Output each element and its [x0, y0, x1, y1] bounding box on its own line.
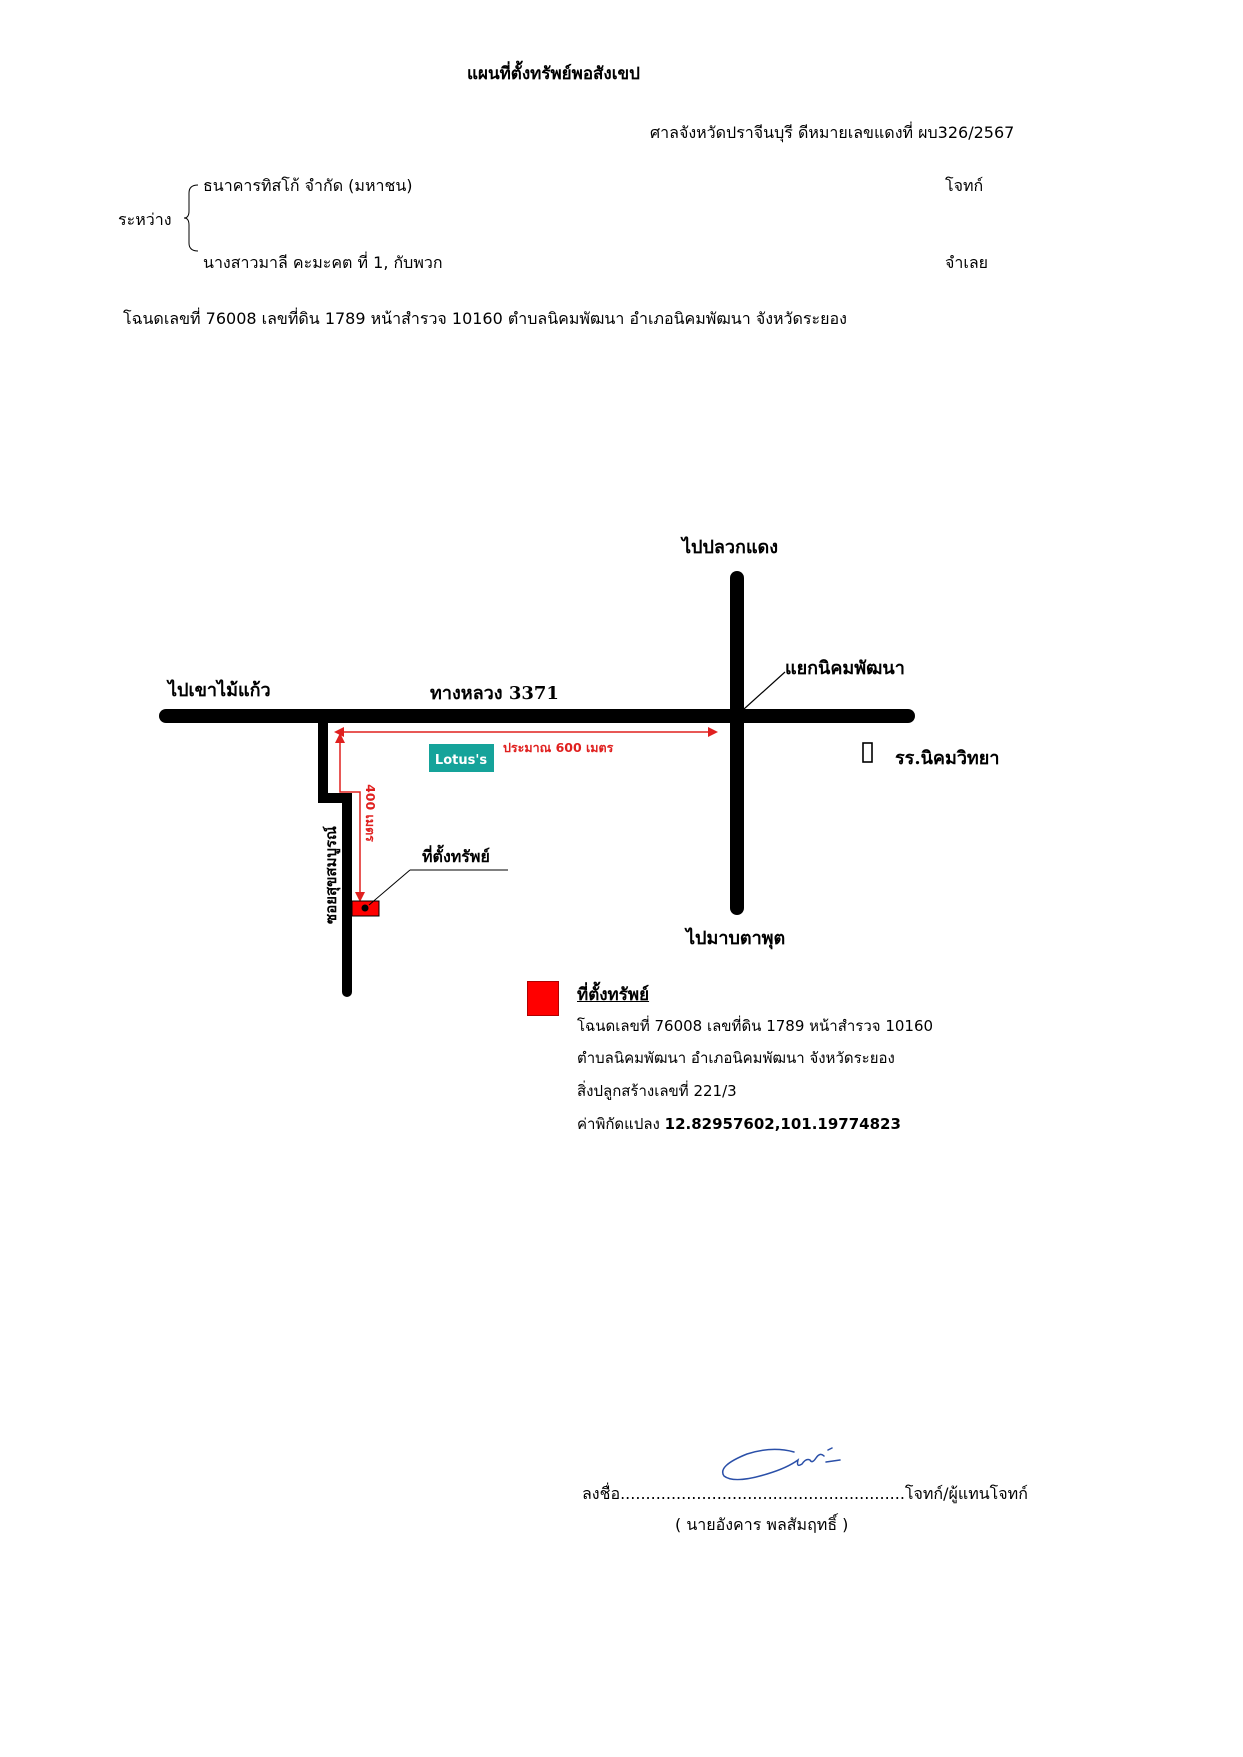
- legend-swatch: [527, 981, 559, 1016]
- arrowhead-up: [335, 733, 345, 743]
- distance-horizontal-label: ประมาณ 600 เมตร: [503, 740, 614, 755]
- map-label-school: รร.นิคมวิทยา: [895, 748, 1000, 769]
- map-label-property: ที่ตั้งทรัพย์: [422, 847, 490, 866]
- distance-vertical-label: 400 เมตร: [363, 784, 378, 842]
- brace-icon: [183, 184, 199, 252]
- distance-vertical-line: [339, 740, 361, 895]
- legend-heading: ที่ตั้งทรัพย์: [577, 985, 650, 1005]
- map-label-highway: ทางหลวง 3371: [430, 683, 559, 704]
- coord-prefix: ค่าพิกัดแปลง: [577, 1115, 660, 1133]
- coord-value: 12.82957602,101.19774823: [664, 1115, 901, 1133]
- soi-road: [318, 711, 352, 997]
- legend-line-3: สิ่งปลูกสร้างเลขที่ 221/3: [577, 1082, 737, 1100]
- property-pointer: [368, 869, 411, 906]
- signature-line: ลงชื่อ..................................…: [582, 1482, 1028, 1507]
- map-label-south: ไปมาบตาพุต: [686, 928, 786, 949]
- case-line: ศาลจังหวัดปราจีนบุรี ดีหมายเลขแดงที่ ผบ3…: [650, 123, 1015, 142]
- plaintiff-name: ธนาคารทิสโก้ จำกัด (มหาชน): [203, 176, 413, 195]
- legend-line-2: ตำบลนิคมพัฒนา อำเภอนิคมพัฒนา จังหวัดระยอ…: [577, 1049, 895, 1067]
- school-box-icon: [862, 742, 873, 763]
- deed-line: โฉนดเลขที่ 76008 เลขที่ดิน 1789 หน้าสำรว…: [123, 309, 847, 328]
- map-label-junction: แยกนิคมพัฒนา: [785, 658, 905, 679]
- lotus-logo: [429, 744, 494, 772]
- defendant-name: นางสาวมาลี คะมะคต ที่ 1, กับพวก: [203, 253, 443, 272]
- arrowhead-right: [708, 727, 718, 737]
- property-dot: [361, 904, 369, 912]
- location-map: Lotus's ประมาณ 600 เมตร 400 เมตร ซอยสุขส…: [159, 571, 915, 997]
- signature-mark: [722, 1447, 841, 1481]
- arrowhead-down: [355, 892, 365, 902]
- between-label: ระหว่าง: [118, 210, 172, 229]
- lotus-logo-text: Lotus's: [435, 753, 487, 768]
- legend-coordinates: ค่าพิกัดแปลง 12.82957602,101.19774823: [577, 1112, 901, 1136]
- sign-dots: ........................................…: [620, 1484, 905, 1503]
- document-title: แผนที่ตั้งทรัพย์พอสังเขป: [467, 64, 640, 84]
- map-label-west: ไปเขาไม้แก้ว: [168, 680, 271, 701]
- plaintiff-role: โจทก์: [945, 176, 984, 195]
- arrowhead-left: [334, 727, 344, 737]
- sign-suffix: โจทก์/ผู้แทนโจทก์: [904, 1484, 1028, 1503]
- map-label-north: ไปปลวกแดง: [682, 537, 779, 558]
- legend-line-1: โฉนดเลขที่ 76008 เลขที่ดิน 1789 หน้าสำรว…: [577, 1017, 934, 1035]
- signer-name: ( นายอังคาร พลสัมฤทธิ์ ): [675, 1515, 849, 1534]
- sign-prefix: ลงชื่อ: [582, 1484, 621, 1503]
- soi-label: ซอยสุขสมบูรณ์: [322, 826, 341, 924]
- junction-pointer: [743, 671, 786, 710]
- defendant-role: จำเลย: [945, 253, 989, 272]
